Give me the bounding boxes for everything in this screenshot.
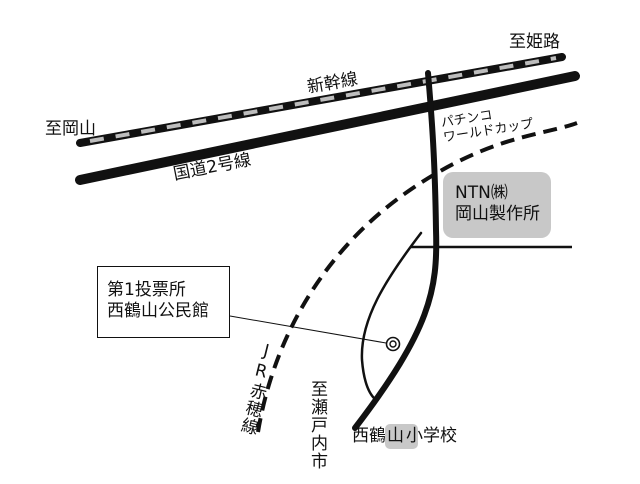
label-to-setouchi: 至瀬戸内市 [307,380,327,470]
ntn-line-2: 岡山製作所 [455,204,540,225]
polling-line-1: 第1投票所 [107,280,186,300]
jr-ako-line [256,121,578,433]
school-suffix: 小学校 [406,426,457,446]
label-to-himeji: 至姫路 [509,32,560,52]
label-school: 西鶴山小学校 [352,424,457,449]
polling-station-box: 第1投票所 西鶴山公民館 [97,266,230,338]
polling-marker-icon [385,336,401,352]
school-prefix: 西鶴 [352,426,386,446]
label-to-okayama: 至岡山 [45,119,96,139]
branch-road [360,231,423,402]
ntn-factory-box: NTN㈱ 岡山製作所 [443,172,551,238]
shinkansen-track-dashes [89,56,557,143]
ntn-factory-name: NTN㈱ 岡山製作所 [455,183,540,226]
polling-station-name: 第1投票所 西鶴山公民館 [107,280,209,323]
polling-leader-line [229,315,387,344]
ntn-line-1: NTN㈱ [455,183,508,203]
route-2-road [75,71,580,185]
polling-line-2: 西鶴山公民館 [107,301,209,322]
school-highlight: 山 [385,424,418,449]
north-south-road [352,70,440,431]
